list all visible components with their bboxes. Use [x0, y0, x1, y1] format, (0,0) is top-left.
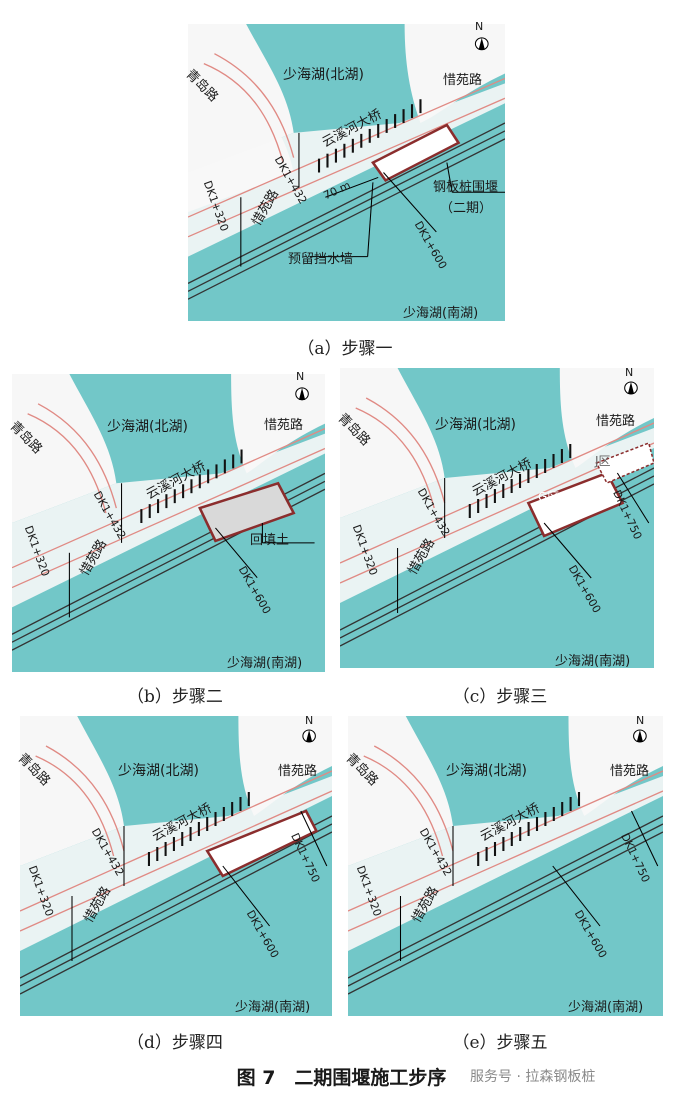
map-step2: [12, 374, 325, 672]
bridge-hatch: [147, 792, 250, 866]
north-label: N: [636, 714, 645, 727]
south-lake-label: 少海湖(南湖): [235, 1000, 311, 1015]
road-xiyuan-label: 惜苑路: [278, 764, 318, 779]
north-lake-label: 少海湖(北湖): [118, 763, 199, 779]
caption-step3: （c）步骤三: [452, 687, 548, 707]
map-step4: [20, 716, 332, 1016]
caption-step2: （b）步骤二: [127, 687, 223, 707]
north-label: N: [625, 366, 634, 379]
north-lake-label: 少海湖(北湖): [283, 67, 364, 83]
road-xiyuan-label: 惜苑路: [596, 414, 636, 429]
wall-leader: [367, 182, 374, 257]
south-lake-label: 少海湖(南湖): [568, 1000, 644, 1015]
cofferdam-outline: [205, 809, 319, 878]
bridge-hatch: [468, 444, 572, 518]
zone-g-area: [526, 471, 625, 538]
panel-step5: N 少海湖(北湖) 少海湖(南湖) 青岛路 惜苑路 惜苑路 云溪河大桥 DK1+…: [343, 714, 663, 1016]
north-lake-label: 少海湖(北湖): [446, 763, 527, 779]
dist-dim: [325, 176, 379, 198]
road-xiyuan-label: 惜苑路: [610, 764, 650, 779]
zone-g-label: G区: [538, 490, 560, 504]
panel-step3: N 少海湖(北湖) 少海湖(南湖) 青岛路 惜苑路 惜苑路 云溪河大桥 DK1+…: [335, 366, 654, 669]
caption-step4: （d）步骤四: [127, 1033, 223, 1053]
bridge-hatch: [477, 792, 581, 866]
panel-step1: N 少海湖(北湖) 少海湖(南湖) 青岛路 惜苑路 惜苑路 云溪河大桥 DK1+…: [183, 20, 505, 321]
north-label: N: [296, 370, 305, 383]
south-lake-label: 少海湖(南湖): [403, 306, 479, 321]
zone-j-area: [595, 441, 654, 484]
figure-title: 图 7 二期围堰施工步序: [236, 1067, 447, 1089]
map-step1: [188, 24, 505, 321]
backfill-area: [198, 481, 296, 543]
caption-step5: （e）步骤五: [452, 1033, 548, 1053]
cofferdam-outline: [371, 123, 461, 183]
road-xiyuan-label: 惜苑路: [264, 418, 304, 433]
zone-j-label: J区: [595, 454, 611, 468]
wall-label: 预留挡水墙: [288, 252, 354, 267]
south-lake-label: 少海湖(南湖): [227, 656, 303, 671]
bridge-hatch: [317, 99, 422, 173]
panel-step2: N 少海湖(北湖) 少海湖(南湖) 青岛路 惜苑路 惜苑路 云溪河大桥 DK1+…: [7, 370, 325, 672]
cofferdam-phase-label: （二期）: [440, 201, 493, 216]
panel-step4: N 少海湖(北湖) 少海湖(南湖) 青岛路 惜苑路 惜苑路 云溪河大桥 DK1+…: [15, 714, 332, 1016]
watermark: 服务号 · 拉森钢板桩: [470, 1069, 596, 1085]
road-xiyuan-label: 惜苑路: [443, 73, 483, 88]
cofferdam-leader: [446, 162, 453, 193]
north-label: N: [475, 20, 484, 33]
cofferdam-label: 钢板桩围堰: [433, 180, 499, 195]
backfill-label: 回填土: [250, 533, 290, 548]
map-step5: [348, 716, 663, 1016]
south-lake-label: 少海湖(南湖): [555, 654, 631, 669]
north-lake-label: 少海湖(北湖): [107, 419, 188, 435]
dk600-line: [383, 172, 437, 233]
north-lake-label: 少海湖(北湖): [435, 417, 516, 433]
north-label: N: [305, 714, 314, 727]
map-step3: [340, 368, 654, 668]
bridge-hatch: [140, 449, 243, 523]
caption-step1: （a）步骤一: [297, 339, 393, 359]
